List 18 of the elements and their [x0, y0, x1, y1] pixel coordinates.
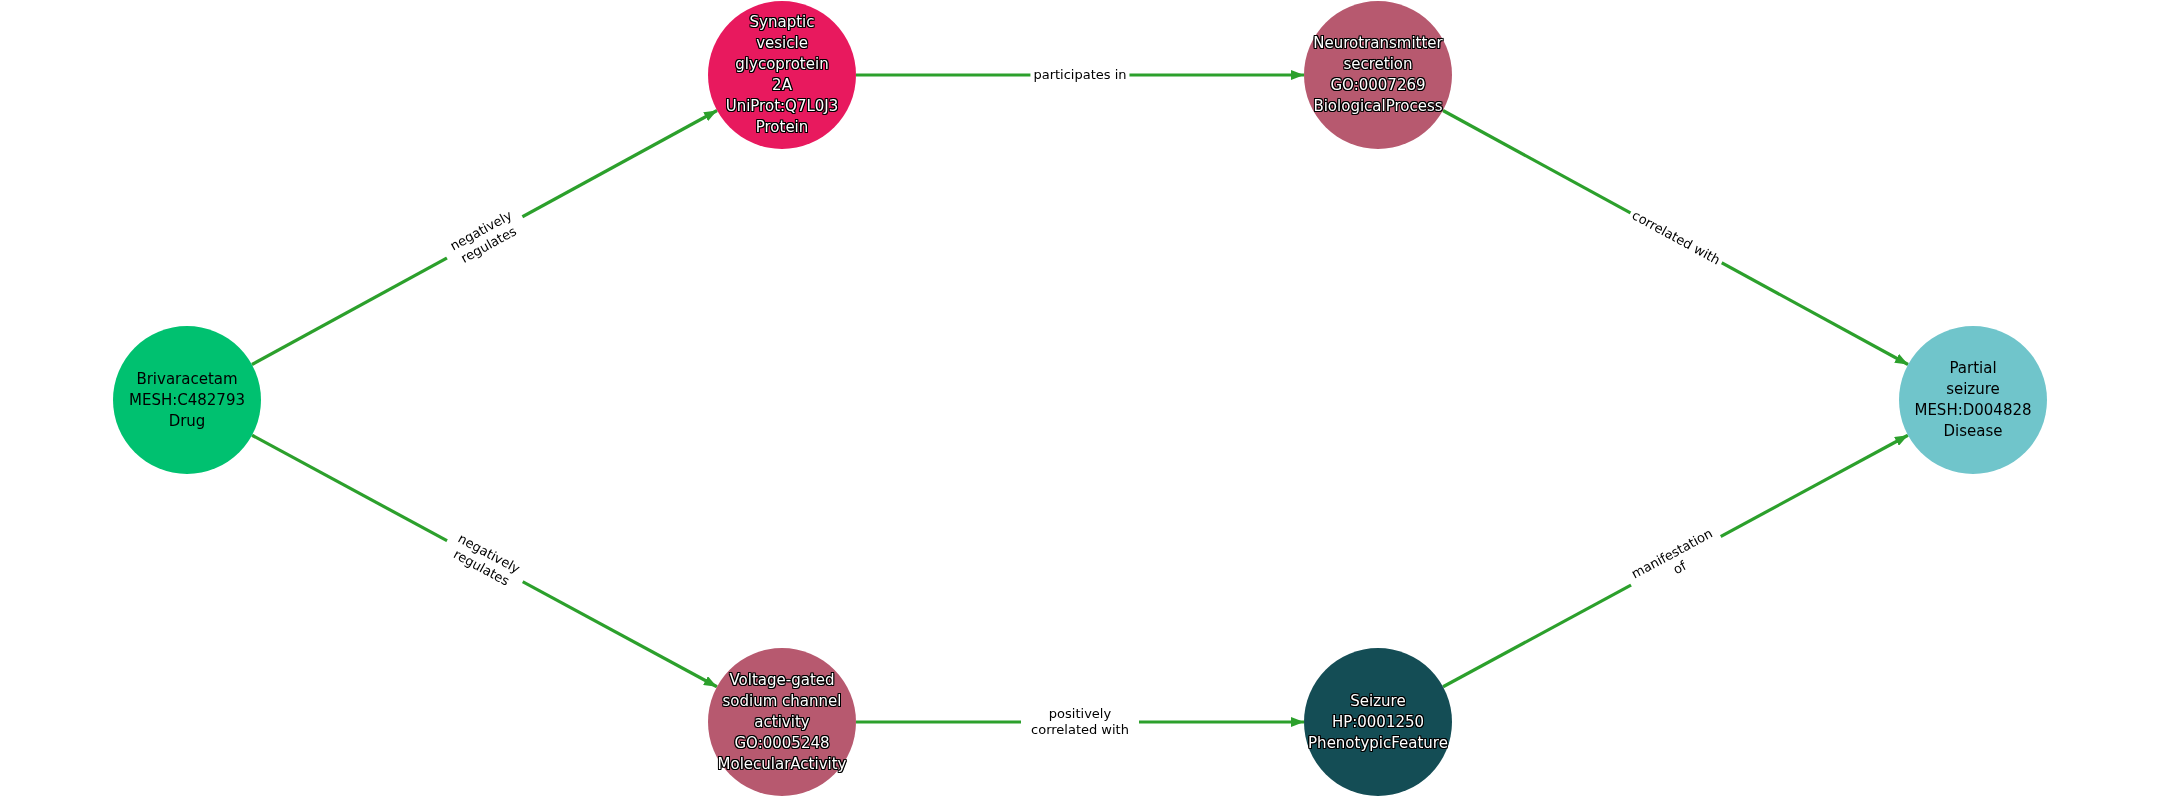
node-id: MESH:C482793 — [129, 389, 245, 411]
node-type: Protein — [755, 117, 809, 138]
node-type: PhenotypicFeature — [1308, 732, 1448, 754]
node-id: MESH:D004828 — [1914, 400, 2032, 421]
node-type: BiologicalProcess — [1313, 96, 1443, 117]
node-id: GO:0007269 — [1330, 75, 1426, 96]
node-name: Voltage-gated sodium channel activity — [721, 669, 843, 733]
node-type: Drug — [168, 410, 206, 432]
node-name: Brivaracetam — [136, 368, 238, 390]
node-name: Seizure — [1350, 690, 1406, 712]
node-id: UniProt:Q7L0J3 — [725, 96, 839, 117]
node-name: Synaptic vesicle glycoprotein 2A — [734, 12, 830, 96]
node-type: Disease — [1943, 421, 2003, 442]
node-id: HP:0001250 — [1331, 711, 1425, 733]
node-id: GO:0005248 — [734, 732, 830, 754]
node-name: Partial seizure — [1945, 358, 2001, 400]
node-name: Neurotransmitter secretion — [1312, 33, 1444, 75]
edge-label: participates in — [1030, 66, 1130, 84]
